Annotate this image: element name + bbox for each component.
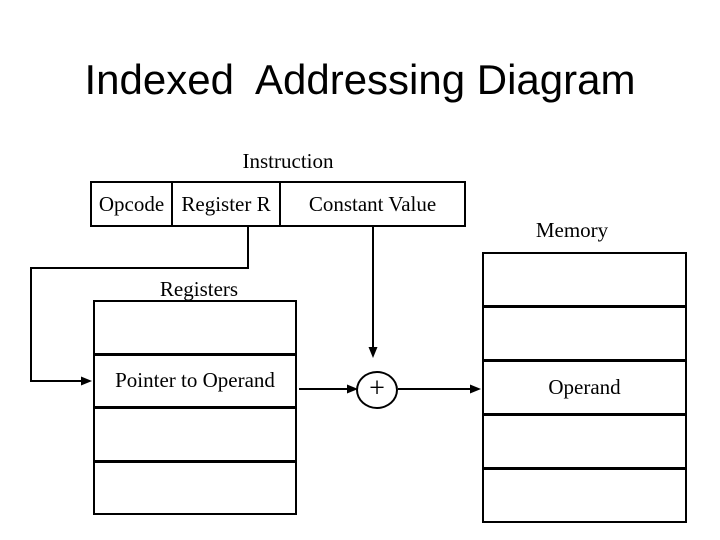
- instruction-field-register-r: Register R: [171, 183, 279, 225]
- memory-label: Memory: [535, 218, 609, 242]
- register-row: [95, 459, 295, 514]
- instruction-field-opcode: Opcode: [98, 191, 165, 216]
- register-row: [95, 406, 295, 460]
- memory-row-operand: Operand: [484, 359, 685, 413]
- memory-row: [484, 467, 685, 521]
- plus-icon: +: [369, 372, 385, 404]
- memory-table: Operand: [482, 252, 687, 523]
- constant-value-to-adder-arrow: [368, 227, 378, 358]
- pointer-to-adder-arrow: [299, 384, 358, 394]
- slide-title: Indexed Addressing Diagram: [84, 56, 636, 103]
- instruction-label: Instruction: [242, 149, 334, 173]
- memory-row: [484, 254, 685, 305]
- memory-row: [484, 305, 685, 359]
- instruction-field-constant-value: Constant Value: [279, 183, 464, 225]
- adder-to-memory-arrow: [398, 384, 481, 394]
- instruction-format-box: Opcode Register R Constant Value: [90, 181, 466, 227]
- registers-label: Registers: [159, 277, 239, 301]
- adder-plus-node: +: [356, 371, 398, 409]
- register-row: [95, 302, 295, 353]
- registers-table: Pointer to Operand: [93, 300, 297, 515]
- memory-row: [484, 413, 685, 467]
- register-row-pointer-to-operand: Pointer to Operand: [95, 352, 295, 407]
